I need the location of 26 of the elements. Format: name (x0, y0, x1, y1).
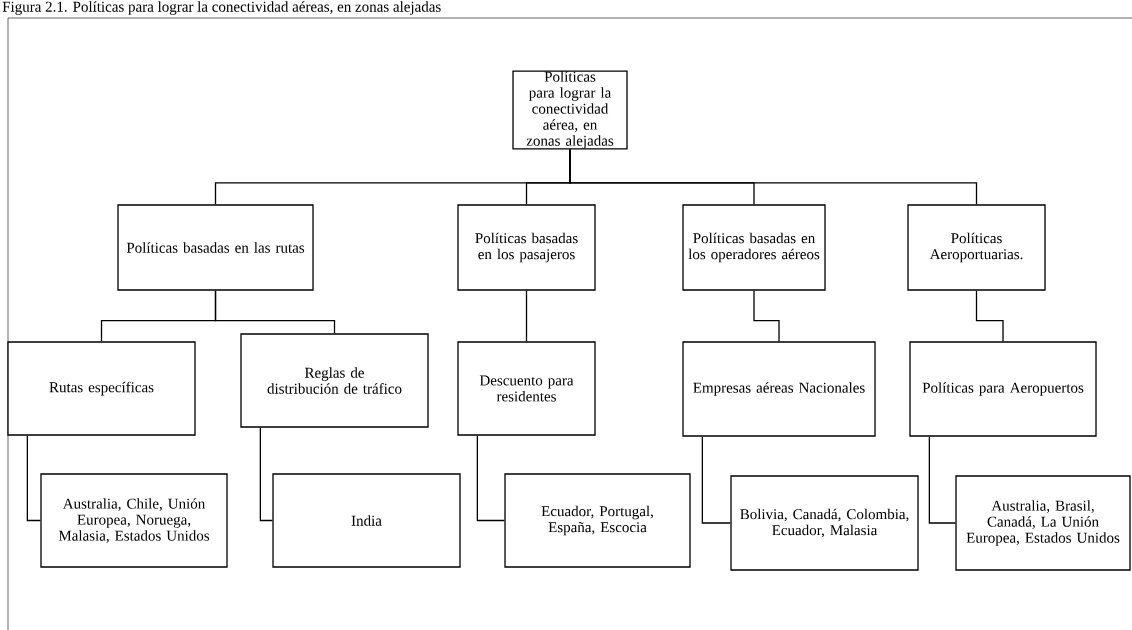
connector-line (26, 435, 41, 522)
text-box: Políticas Aeroportuarias. (907, 204, 1046, 291)
text-box: Rutas específicas (7, 341, 196, 436)
connector-line (701, 436, 731, 524)
text-box: Políticas para lograr la conectividad aérea, en zonas alejadas (512, 70, 628, 150)
connector-line (975, 290, 1004, 342)
text-box: India (272, 473, 461, 568)
connector-line (214, 290, 336, 334)
connector-line (259, 427, 273, 522)
text-box: Reglas de distribución de tráfico (240, 333, 429, 428)
text-box: Ecuador, Portugal, España, Escocia (504, 473, 691, 568)
text-box: Descuento para residentes (457, 341, 596, 436)
text-box: Políticas basadas en los pasajeros (457, 204, 596, 291)
connector-line (753, 290, 780, 342)
connector-line (928, 436, 956, 524)
text-box: Políticas basadas en los operadores aéreos (682, 204, 826, 291)
text-box: Políticas basadas en las rutas (117, 204, 314, 291)
text-box: Políticas para Aeropuertos (909, 341, 1097, 437)
figure-title: Figura 2.1. Políticas para lograr la conectividad aéreas, en zonas alejadas (2, 1, 442, 15)
connector-line (569, 148, 978, 205)
connector-line (476, 435, 505, 522)
connector-line (525, 290, 528, 342)
text-box: Bolivia, Canadá, Colombia, Ecuador, Malasia (730, 475, 919, 571)
text-box: Australia, Chile, Unión Europea, Noruega, Malasia, Estados Unidos (40, 473, 228, 568)
text-box: Empresas aéreas Nacionales (682, 341, 876, 437)
text-box: Australia, Brasil, Canadá, La Unión Europea, Estados Unidos (955, 475, 1131, 571)
